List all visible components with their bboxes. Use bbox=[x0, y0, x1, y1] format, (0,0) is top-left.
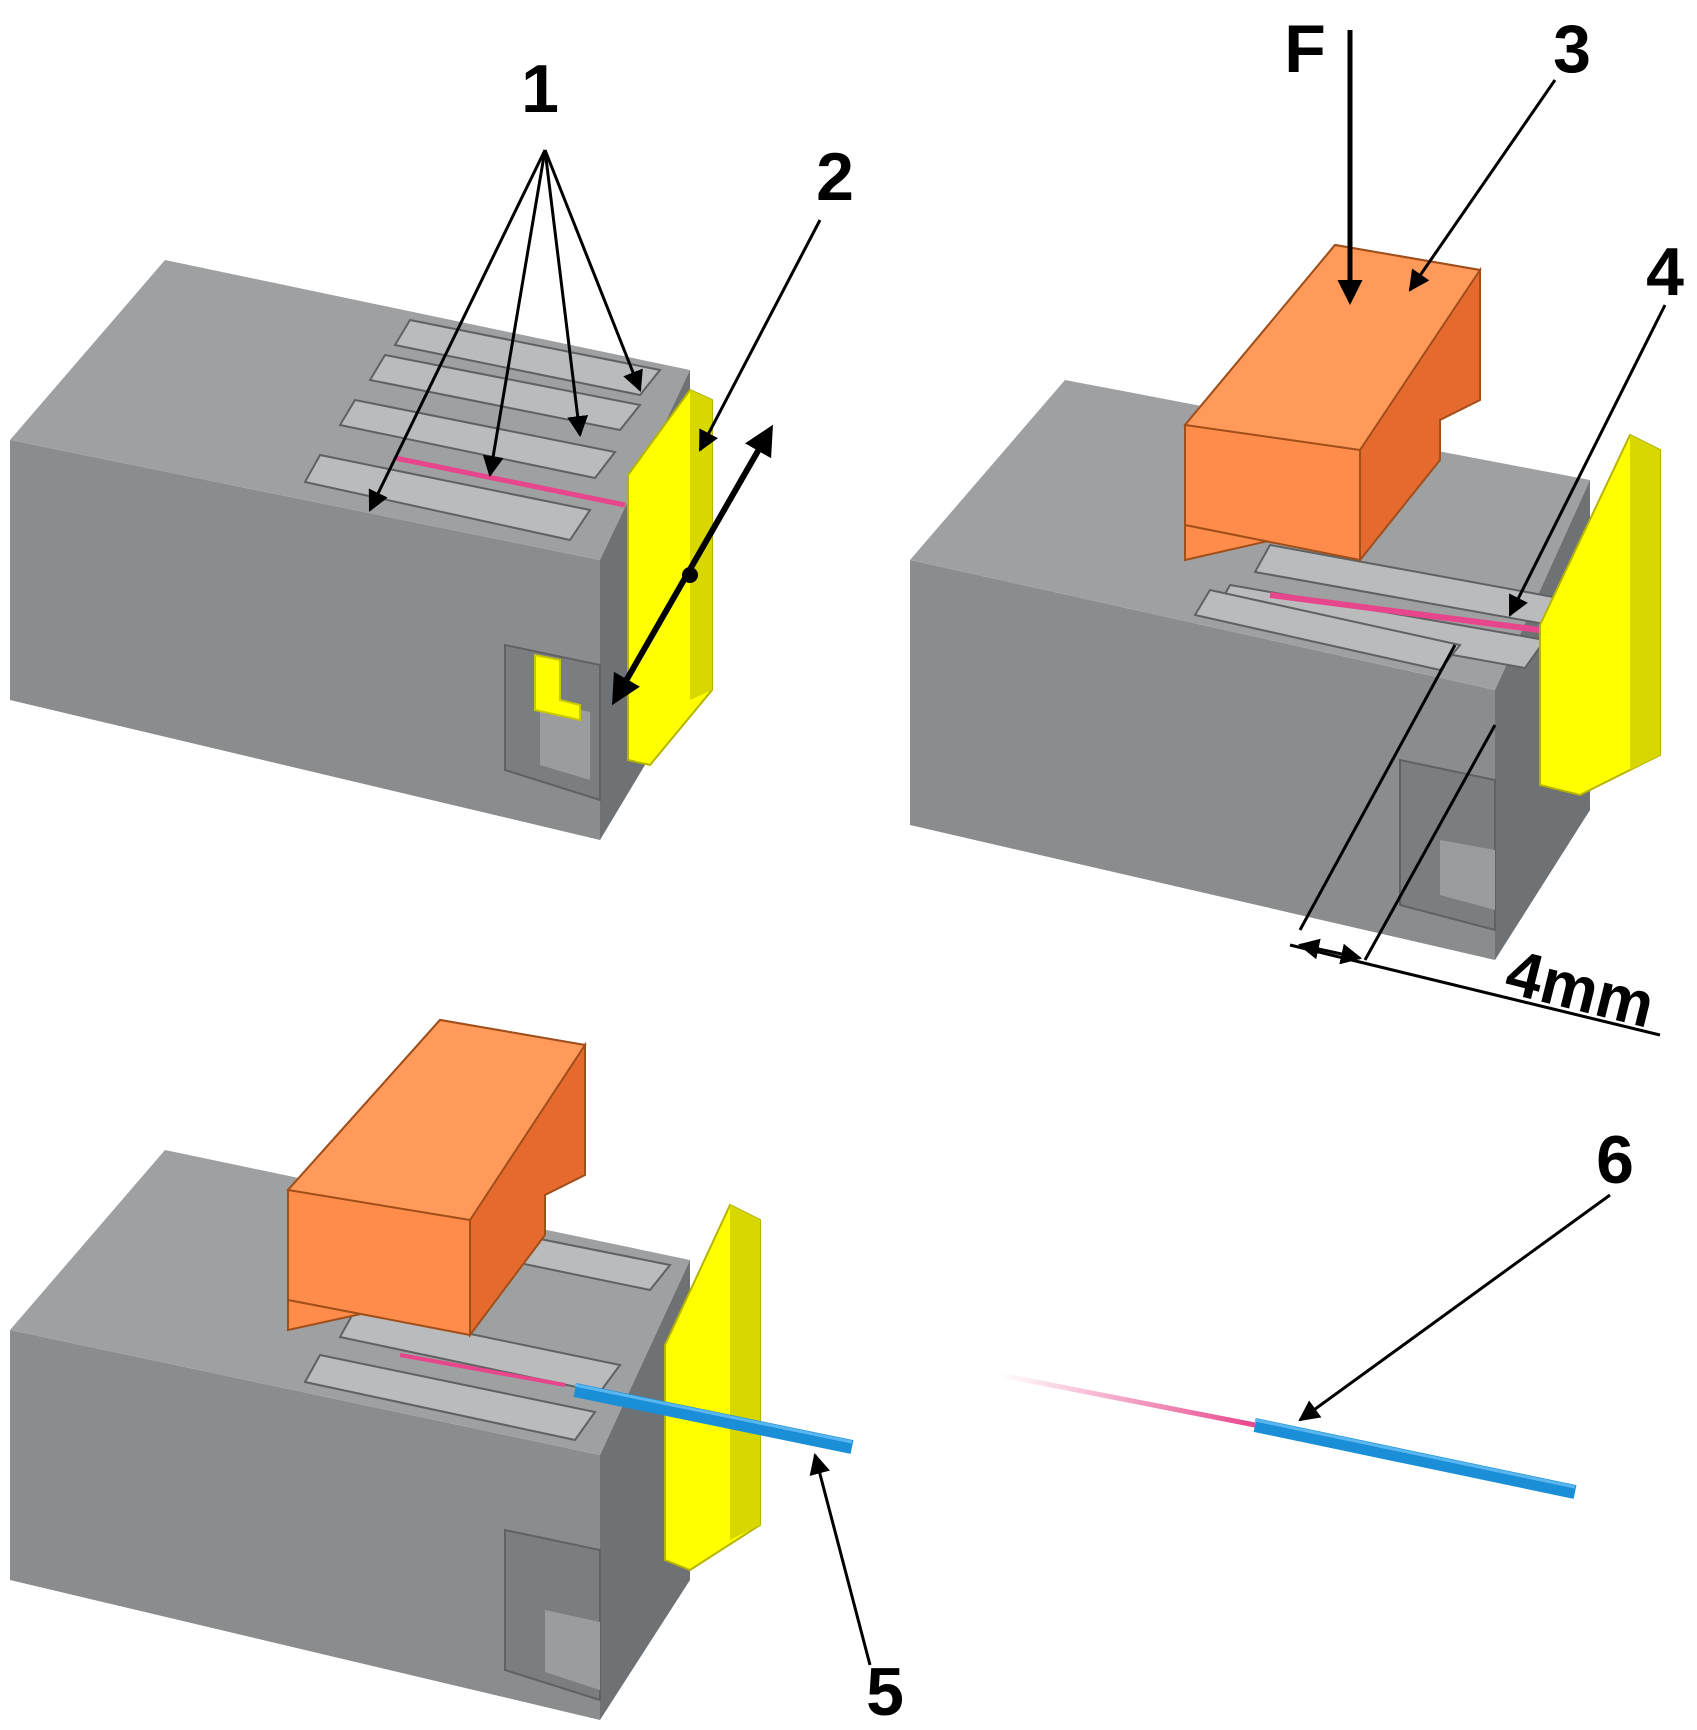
block-front-face bbox=[10, 440, 600, 840]
label-4mm: 4mm bbox=[1499, 936, 1661, 1042]
callout-5-line bbox=[809, 1452, 872, 1666]
label-5: 5 bbox=[866, 1654, 904, 1730]
callout-2-line bbox=[698, 219, 822, 452]
callout-3-line bbox=[1408, 79, 1557, 292]
latch-tab bbox=[534, 653, 581, 722]
buffer-tube bbox=[1253, 1418, 1577, 1499]
movement-arrow bbox=[612, 424, 773, 706]
panel-clamped: F 3 4 4mm bbox=[910, 11, 1684, 1042]
clamp-block bbox=[286, 1018, 587, 1338]
dimension-4mm bbox=[1289, 644, 1661, 1037]
callout-6-line bbox=[1298, 1193, 1611, 1422]
callout-1-lines bbox=[368, 149, 643, 512]
label-F: F bbox=[1284, 11, 1326, 87]
fiber-tip bbox=[999, 1372, 1256, 1428]
label-6: 6 bbox=[1596, 1122, 1634, 1198]
fiber bbox=[394, 455, 626, 508]
fiber bbox=[1269, 592, 1541, 633]
panel-cleaved-fiber: 6 bbox=[999, 1122, 1634, 1499]
callout-4-line bbox=[1508, 304, 1667, 617]
panel-open-holder: 1 2 bbox=[10, 51, 854, 840]
clamp-block bbox=[1183, 243, 1482, 563]
v-grooves bbox=[303, 1233, 672, 1442]
label-3: 3 bbox=[1553, 11, 1591, 87]
block-front-face bbox=[10, 1330, 600, 1720]
label-4: 4 bbox=[1646, 234, 1684, 310]
fiber bbox=[399, 1353, 566, 1387]
label-2: 2 bbox=[816, 139, 854, 215]
block-front-face bbox=[910, 560, 1495, 960]
v-grooves bbox=[1193, 543, 1572, 672]
panel-with-tube: 5 bbox=[10, 1018, 904, 1730]
label-1: 1 bbox=[521, 51, 559, 127]
buffer-tube bbox=[573, 1383, 854, 1454]
